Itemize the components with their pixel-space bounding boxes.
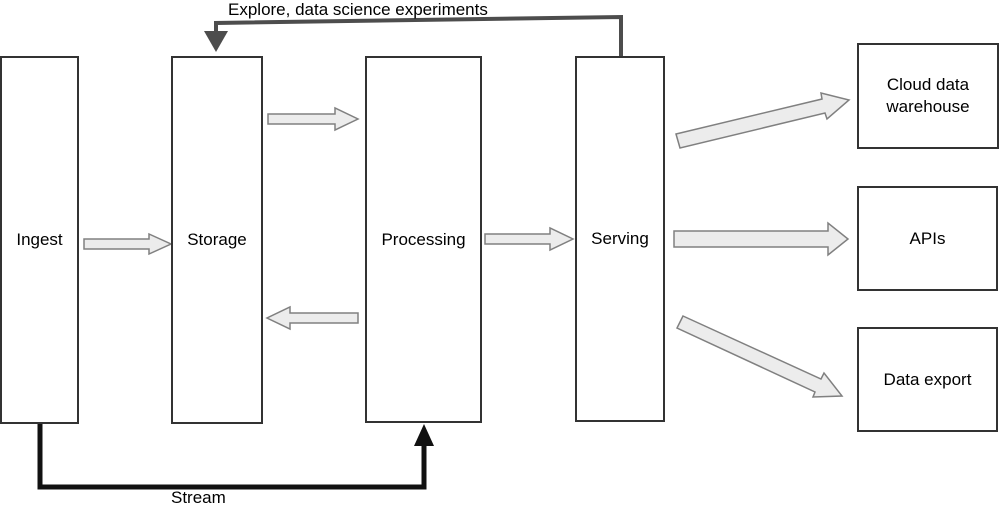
stream-arrowhead-icon: [414, 424, 434, 446]
stream-edge-label: Stream: [171, 488, 226, 507]
arrow-ingest-to-storage: [83, 232, 173, 256]
stage-label-processing: Processing: [381, 229, 466, 249]
stage-label-serving: Serving: [591, 229, 649, 248]
stage-box-ingest: Ingest: [0, 56, 79, 424]
arrow-serving-to-cloud-warehouse: [675, 91, 851, 149]
destination-box-apis: APIs: [857, 186, 998, 291]
stage-box-storage: Storage: [171, 56, 263, 424]
stage-box-processing: Processing: [365, 56, 482, 423]
arrow-storage-to-processing: [267, 106, 360, 132]
arrow-processing-to-storage: [265, 305, 359, 331]
explore-feedback-line: [214, 14, 623, 57]
destination-label-apis: APIs: [909, 228, 946, 248]
explore-arrowhead-icon: [204, 31, 228, 52]
arrow-serving-to-data-export: [675, 315, 844, 398]
arrow-processing-to-serving: [484, 226, 575, 252]
stage-label-storage: Storage: [187, 230, 247, 249]
explore-edge-label: Explore, data science experiments: [228, 0, 488, 19]
arrow-serving-to-apis: [673, 221, 850, 257]
stage-label-ingest: Ingest: [16, 230, 63, 249]
stream-line: [37, 422, 427, 490]
destination-label-cloud-warehouse: Cloud data warehouse: [886, 75, 970, 116]
destination-label-data-export: Data export: [883, 369, 972, 389]
stage-box-serving: Serving: [575, 56, 665, 422]
destination-box-cloud-warehouse: Cloud data warehouse: [857, 43, 999, 149]
destination-box-data-export: Data export: [857, 327, 998, 432]
